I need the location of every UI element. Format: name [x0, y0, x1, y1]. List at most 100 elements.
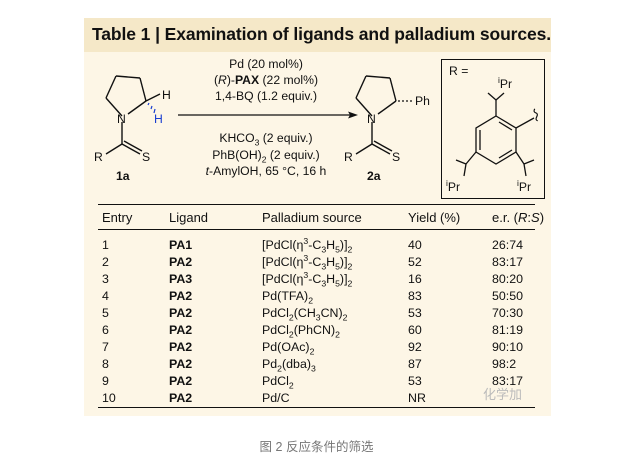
table-row: 8 PA2 Pd2(dba)3 87 98:2	[84, 357, 551, 374]
table-row: 5 PA2 PdCl2(CH3CN)2 53 70:30	[84, 306, 551, 323]
sm-sulfur: S	[142, 150, 151, 164]
product-nitrogen: N	[367, 112, 376, 126]
table-top-rule	[98, 204, 535, 206]
entry-cell: 6	[102, 323, 109, 337]
reaction-arrow	[178, 111, 358, 119]
yield-cell: NR	[408, 391, 426, 405]
entry-cell: 2	[102, 255, 109, 269]
entry-cell: 1	[102, 238, 109, 252]
r-group-box: R =	[441, 59, 545, 199]
table-row: 6 PA2 PdCl2(PhCN)2 60 81:19	[84, 323, 551, 340]
conditions-line-3: 1,4-BQ (1.2 equiv.)	[214, 89, 318, 103]
er-cell: 81:19	[492, 323, 524, 337]
entry-cell: 9	[102, 374, 109, 388]
starting-material-structure	[105, 75, 161, 155]
ligand-cell: PA2	[169, 255, 193, 269]
sm-label: 1a	[116, 169, 130, 183]
table-title-bar: Table 1 | Examination of ligands and pal…	[84, 18, 551, 52]
pd-source-cell: Pd(OAc)2	[262, 340, 315, 357]
product-phenyl: Ph	[415, 94, 430, 108]
pd-source-cell: [PdCl(η3-C3H5)]2	[262, 252, 353, 272]
entry-cell: 4	[102, 289, 109, 303]
entry-cell: 8	[102, 357, 109, 371]
product-label: 2a	[367, 169, 381, 183]
conditions-line-2: (R)-PAX (22 mol%)	[213, 73, 319, 87]
ligand-cell: PA2	[169, 391, 193, 405]
pd-source-cell: PdCl2	[262, 374, 294, 391]
entry-cell: 3	[102, 272, 109, 286]
sm-r-group: R	[94, 150, 103, 164]
triisopropylphenyl-structure	[455, 92, 538, 177]
table-card: Table 1 | Examination of ligands and pal…	[84, 18, 551, 416]
ipr-bottom-right: iPr	[517, 177, 532, 194]
ligand-cell: PA2	[169, 289, 193, 303]
watermark: 化学加	[483, 387, 523, 402]
header-yield: Yield (%)	[408, 210, 461, 225]
er-cell: 83:17	[492, 374, 524, 388]
pd-source-cell: PdCl2(PhCN)2	[262, 323, 340, 340]
pd-source-cell: Pd2(dba)3	[262, 357, 316, 374]
header-er: e.r. (R:S)	[492, 210, 545, 225]
header-palladium-source: Palladium source	[262, 210, 362, 225]
er-cell: 26:74	[492, 238, 524, 252]
ipr-top-prefix: i	[498, 74, 500, 85]
figure-caption: 图 2 反应条件的筛选	[259, 440, 374, 454]
table-row: 1 PA1 [PdCl(η3-C3H5)]2 40 26:74	[84, 235, 551, 255]
ipr-bl-prefix: i	[446, 177, 448, 188]
conditions-line-4: KHCO3 (2 equiv.)	[219, 131, 313, 148]
r-group-label: R =	[449, 64, 469, 78]
header-ligand: Ligand	[169, 210, 209, 225]
yield-cell: 40	[408, 238, 422, 252]
ipr-top-text: Pr	[499, 77, 513, 91]
product-r-group: R	[344, 150, 353, 164]
table-row: 3 PA3 [PdCl(η3-C3H5)]2 16 80:20	[84, 269, 551, 289]
er-cell: 98:2	[492, 357, 517, 371]
ipr-bl-text: Pr	[447, 180, 461, 194]
ligand-cell: PA2	[169, 323, 193, 337]
pd-source-cell: [PdCl(η3-C3H5)]2	[262, 269, 353, 289]
entry-cell: 7	[102, 340, 109, 354]
ipr-br-text: Pr	[518, 180, 532, 194]
product-structure	[355, 75, 414, 155]
pd-source-cell: PdCl2(CH3CN)2	[262, 306, 348, 323]
ligand-cell: PA1	[169, 238, 193, 252]
ipr-bottom-left: iPr	[446, 177, 461, 194]
ligand-cell: PA2	[169, 306, 193, 320]
er-cell: 90:10	[492, 340, 524, 354]
yield-cell: 92	[408, 340, 422, 354]
product-sulfur: S	[392, 150, 401, 164]
pd-source-cell: Pd/C	[262, 391, 290, 405]
conditions-line-1: Pd (20 mol%)	[229, 57, 303, 71]
pd-source-cell: Pd(TFA)2	[262, 289, 314, 306]
ligand-cell: PA2	[169, 357, 193, 371]
ligand-cell: PA2	[169, 374, 193, 388]
yield-cell: 87	[408, 357, 422, 371]
table-row: 7 PA2 Pd(OAc)2 92 90:10	[84, 340, 551, 357]
er-cell: 83:17	[492, 255, 524, 269]
yield-cell: 83	[408, 289, 422, 303]
ipr-top: iPr	[498, 74, 513, 91]
er-cell: 70:30	[492, 306, 524, 320]
header-entry: Entry	[102, 210, 133, 225]
pd-source-cell: [PdCl(η3-C3H5)]2	[262, 235, 353, 255]
ligand-cell: PA2	[169, 340, 193, 354]
sm-hydrogen-plain: H	[162, 88, 171, 102]
yield-cell: 16	[408, 272, 422, 286]
table-bottom-rule	[98, 407, 535, 409]
sm-nitrogen: N	[117, 112, 126, 126]
ipr-br-prefix: i	[517, 177, 519, 188]
yield-cell: 53	[408, 306, 422, 320]
yield-cell: 60	[408, 323, 422, 337]
table-title: Table 1 | Examination of ligands and pal…	[92, 24, 552, 44]
entry-cell: 5	[102, 306, 109, 320]
ligand-cell: PA3	[169, 272, 193, 286]
sm-hydrogen-stereo: H	[154, 112, 163, 126]
yield-cell: 53	[408, 374, 422, 388]
table-header-row: Entry Ligand Palladium source Yield (%) …	[84, 210, 551, 226]
conditions-line-5: PhB(OH)2 (2 equiv.)	[212, 148, 320, 165]
table-header-rule	[98, 229, 535, 231]
er-cell: 80:20	[492, 272, 524, 286]
